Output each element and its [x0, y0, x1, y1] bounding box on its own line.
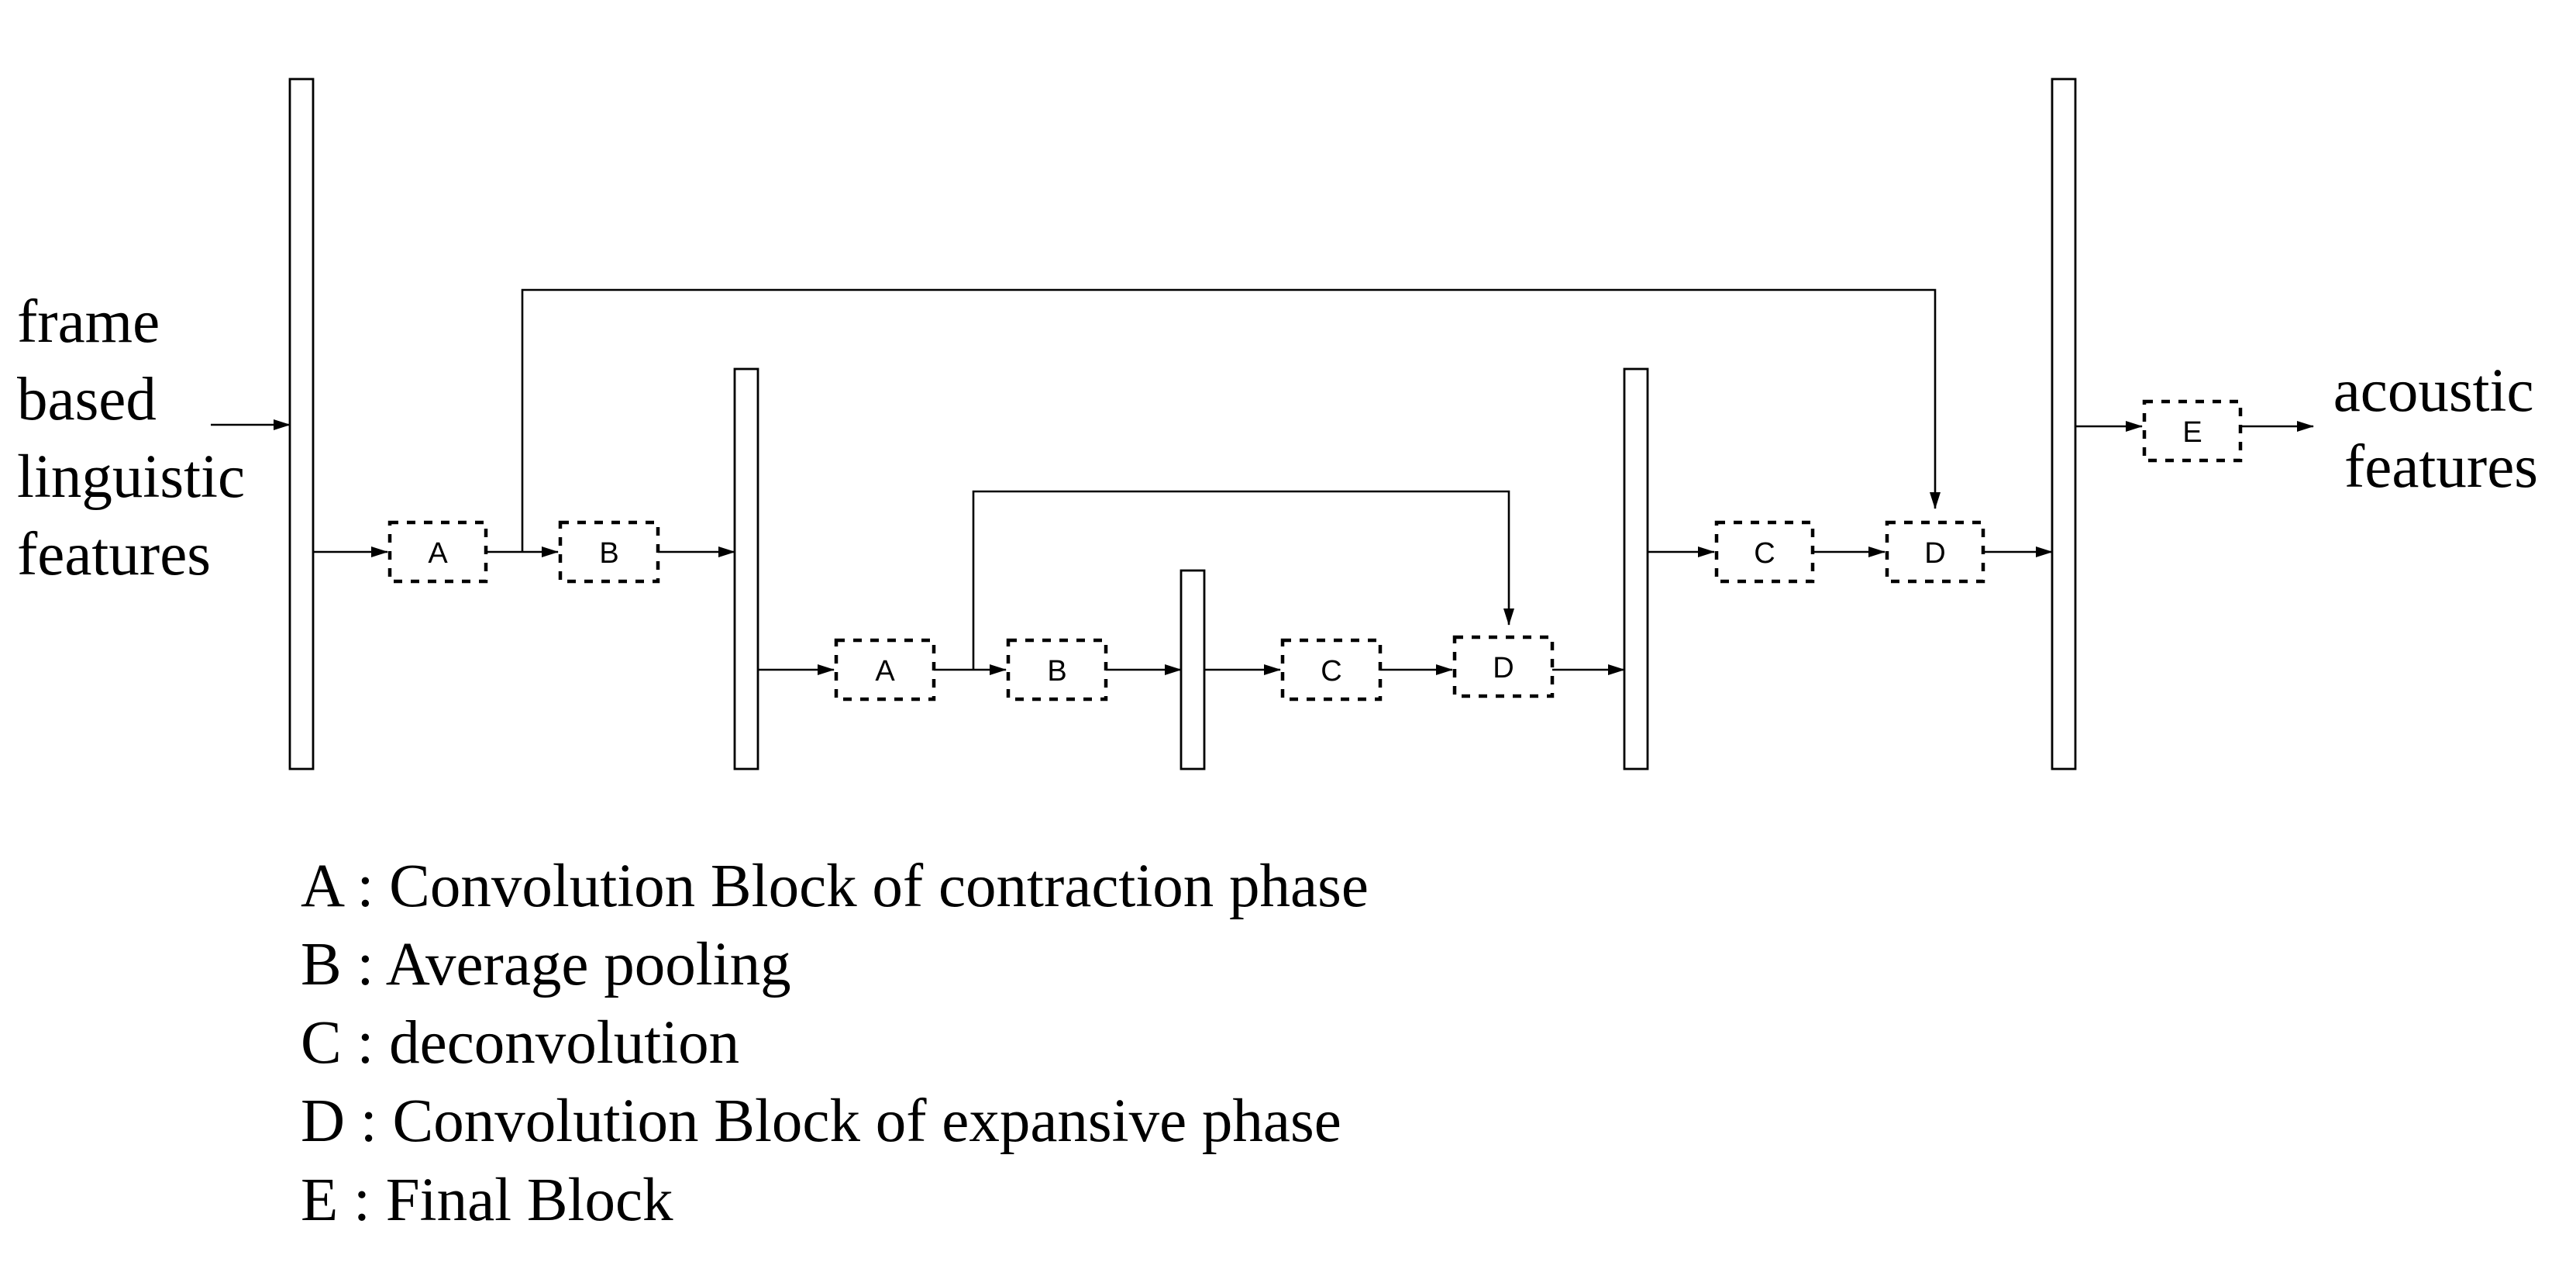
feature-map-input [288, 78, 315, 771]
block-c-level2-label: C [1321, 655, 1341, 688]
block-d-level2-label: D [1493, 652, 1514, 684]
output-label: acoustic features [2333, 357, 2550, 501]
input-label: frame based linguistic features [17, 288, 260, 588]
feature-map-encoder-1 [733, 367, 759, 771]
block-c-level2 [1280, 638, 1383, 702]
block-b-level1-label: B [599, 537, 618, 570]
block-e [2142, 399, 2243, 463]
input-label-line-2: based [17, 366, 157, 433]
legend-item-a: A : Convolution Block of contraction pha… [301, 853, 1369, 920]
skip-connection-level2 [972, 490, 1514, 670]
block-d-level1-label: D [1924, 537, 1945, 570]
legend-item-d: D : Convolution Block of expansive phase [301, 1088, 1341, 1155]
block-b-level2-label: B [1047, 655, 1066, 688]
output-label-line-2: features [2344, 433, 2538, 501]
block-a-level1-label: A [428, 537, 448, 570]
block-d-level2 [1452, 635, 1555, 698]
legend-item-e: E : Final Block [301, 1167, 673, 1234]
skip-connection-level1 [521, 288, 1941, 552]
block-c-level1-label: C [1754, 537, 1775, 570]
input-label-line-3: linguistic [17, 443, 245, 511]
block-e-label: E [2182, 416, 2202, 449]
legend-item-b: B : Average pooling [301, 931, 791, 998]
output-label-line-1: acoustic [2333, 357, 2534, 425]
input-label-line-4: features [17, 521, 211, 588]
feature-map-bottleneck [1180, 569, 1206, 771]
feature-map-output [2051, 78, 2077, 771]
feature-map-decoder-1 [1623, 367, 1649, 771]
block-a-level2-label: A [875, 655, 895, 688]
legend: A : Convolution Block of contraction pha… [301, 853, 1369, 1234]
legend-item-c: C : deconvolution [301, 1009, 739, 1077]
input-label-line-1: frame [17, 288, 160, 356]
